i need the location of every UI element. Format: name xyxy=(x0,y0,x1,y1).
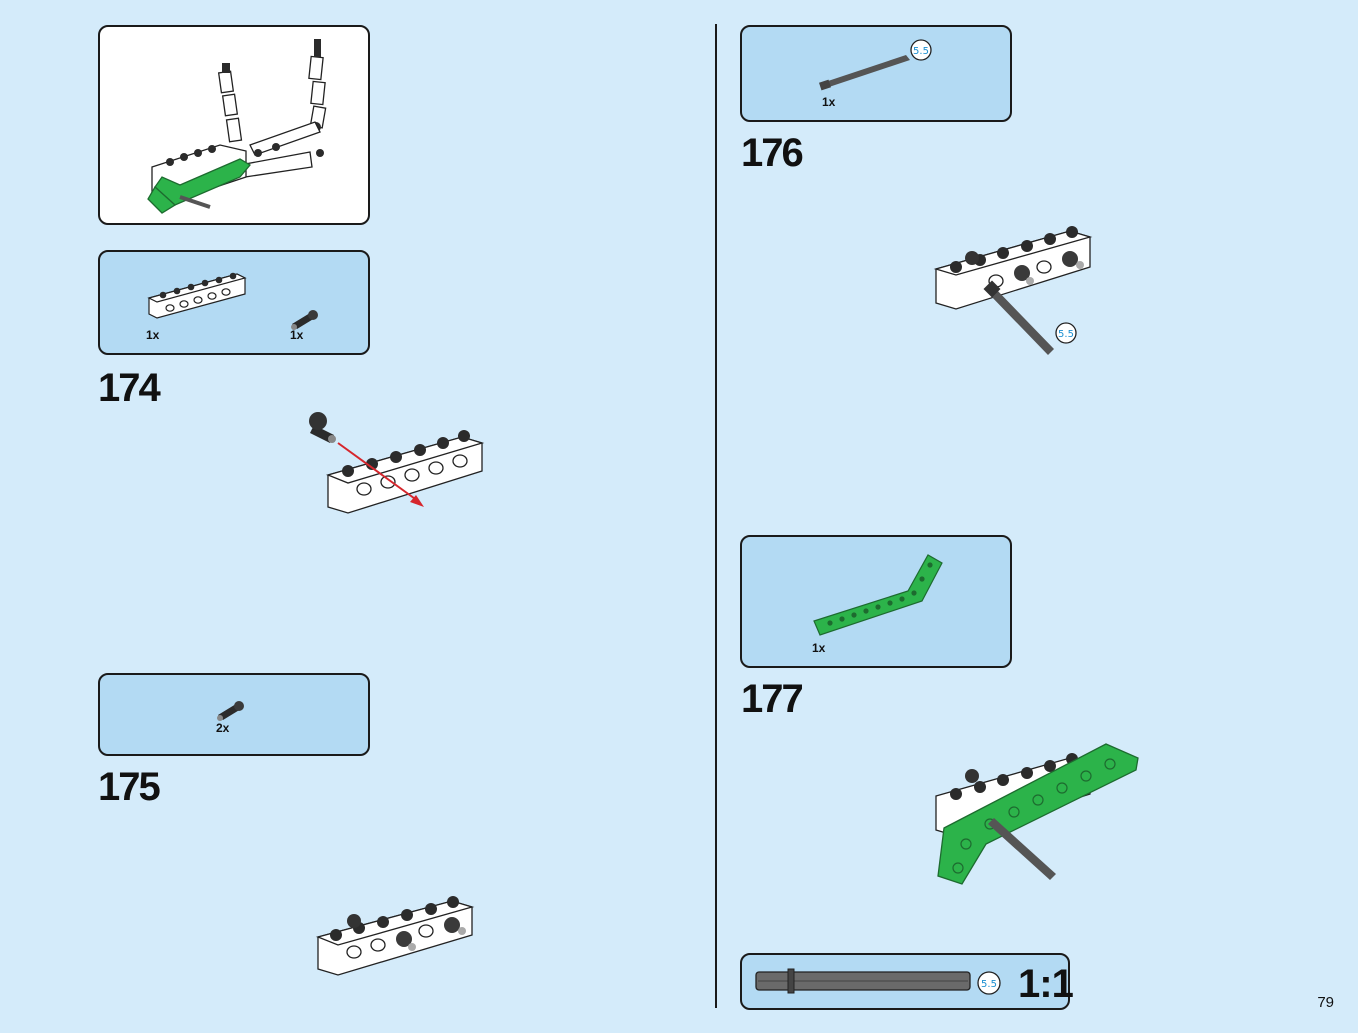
page-number: 79 xyxy=(1317,994,1334,1011)
step-number-176: 176 xyxy=(741,131,804,175)
scale-label: 1:1 xyxy=(1018,962,1074,1006)
step-number-174: 174 xyxy=(98,366,161,410)
step-176-build-illustration: 5.5 xyxy=(933,226,1093,355)
parts-callout-174: 1x 1x xyxy=(98,250,370,355)
step-175-build-illustration xyxy=(315,896,475,976)
technic-brick-1x6-white-icon xyxy=(147,272,247,319)
step-number-175: 175 xyxy=(98,765,161,809)
part-qty-pin: 1x xyxy=(290,328,304,342)
dragon-submodel-preview-icon xyxy=(147,39,327,214)
axle-length-badge: 5.5 xyxy=(913,46,929,57)
part-qty-pin: 2x xyxy=(216,721,230,735)
liftarm-bent-green-icon xyxy=(813,554,943,636)
submodel-preview-panel xyxy=(98,25,370,225)
scale-length-text: 5.5 xyxy=(981,979,997,990)
axle-length-badge: 5.5 xyxy=(1058,329,1074,340)
parts-callout-176: 5.5 1x xyxy=(740,25,1012,122)
scale-reference-panel: 5.5 1:1 xyxy=(740,953,1074,1010)
axle-5-5-with-stop-icon xyxy=(755,968,971,994)
friction-pin-black-icon xyxy=(291,310,318,330)
friction-pin-black-icon xyxy=(217,701,244,721)
length-badge: 5.5 xyxy=(977,971,1001,995)
parts-callout-175: 2x xyxy=(98,673,370,756)
part-qty-axle: 1x xyxy=(822,95,836,109)
axle-5-5-with-stop-icon: 5.5 xyxy=(819,39,932,91)
step-number-177: 177 xyxy=(741,677,804,721)
parts-callout-177: 1x xyxy=(740,535,1012,668)
column-divider xyxy=(715,24,717,1008)
part-qty-brick: 1x xyxy=(146,328,160,342)
step-177-build-illustration xyxy=(935,743,1139,885)
part-qty-liftarm: 1x xyxy=(812,641,826,655)
step-174-build-illustration xyxy=(309,412,485,514)
